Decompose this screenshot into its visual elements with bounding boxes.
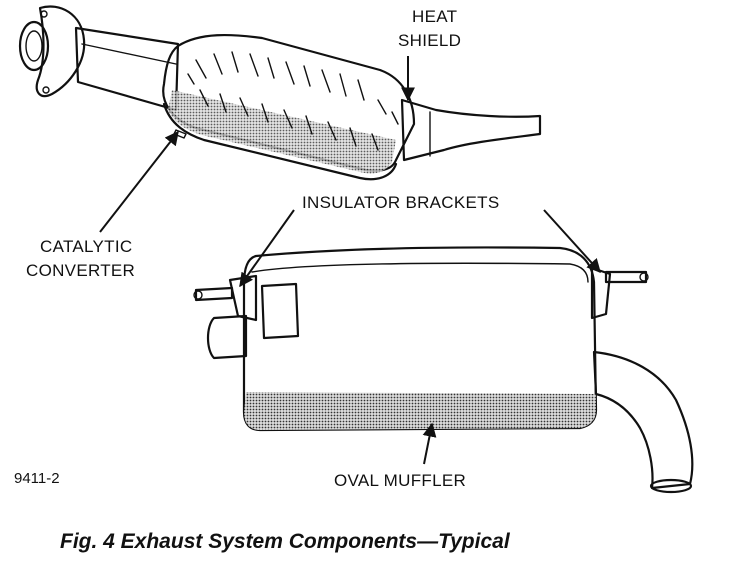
left-bracket-leader [239,209,295,288]
inlet-pipe [74,26,180,112]
heat-shield-label-line1: HEAT [412,7,457,26]
catalytic-converter-label-line1: CATALYTIC [40,237,132,256]
right-insulator-bracket [590,266,649,320]
outlet-pipe [400,98,542,162]
catalytic-converter-assembly [18,5,542,181]
figure-code: 9411-2 [14,470,60,487]
inlet-flange [18,5,86,98]
right-bracket-leader [543,209,601,274]
muffler-leader [422,422,437,465]
converter-body [162,33,416,181]
heat-shield-label-line2: SHIELD [398,31,461,50]
oval-muffler-assembly [193,246,694,494]
oval-muffler-label: OVAL MUFFLER [334,471,466,490]
left-insulator-bracket [193,274,258,322]
catalytic-leader [99,130,179,233]
heat-shield-dimples [187,51,399,151]
catalytic-converter-label-line2: CONVERTER [26,261,135,280]
figure-caption: Fig. 4 Exhaust System Components—Typical [60,530,511,553]
tail-pipe [592,350,694,490]
insulator-brackets-label: INSULATOR BRACKETS [302,193,499,212]
